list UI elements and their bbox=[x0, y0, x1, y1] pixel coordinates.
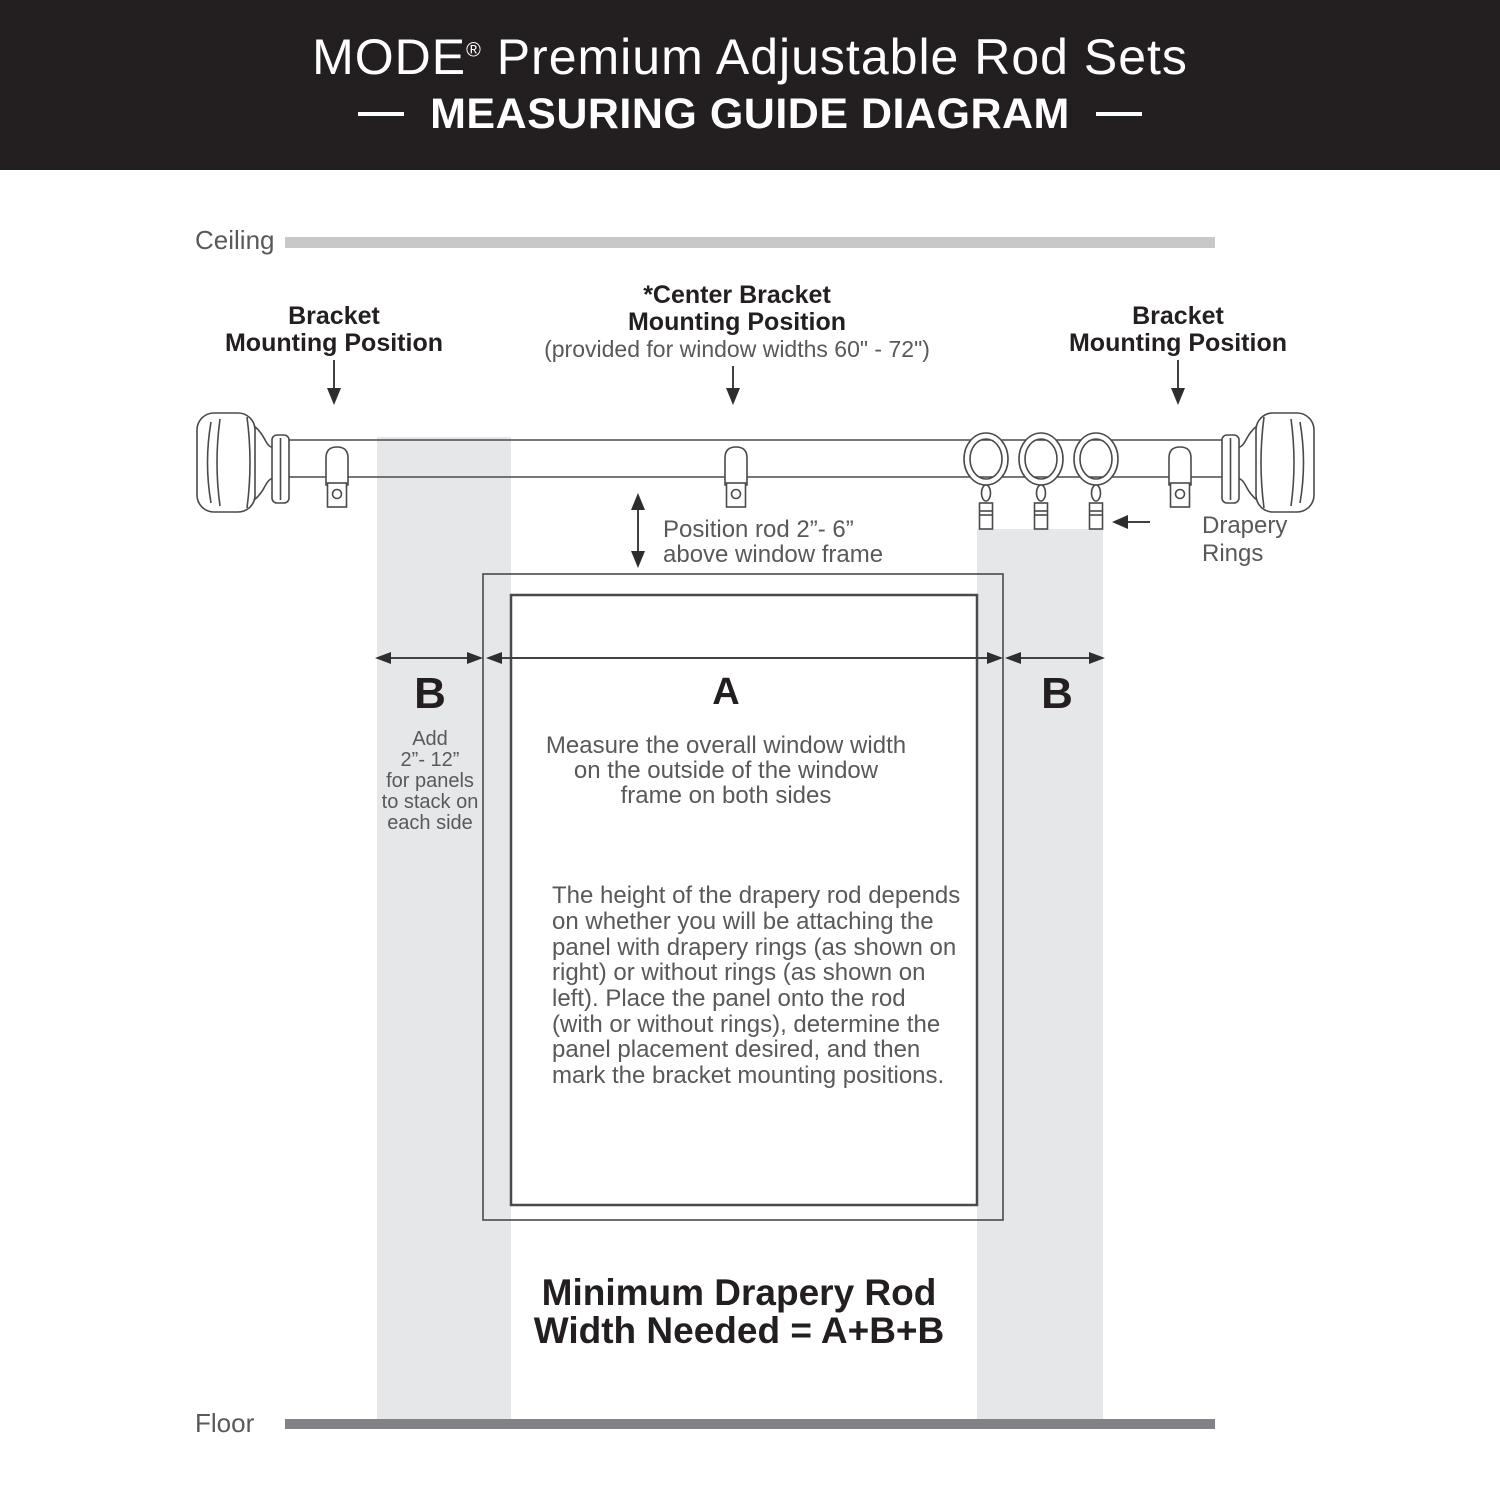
body-line: on whether you will be attaching the bbox=[552, 908, 934, 935]
up-arrow-icon bbox=[631, 493, 645, 510]
bracket-left-callout: Bracket Mounting Position bbox=[225, 302, 443, 405]
position-rod-callout: Position rod 2”- 6” above window frame bbox=[631, 493, 883, 568]
callout-line: *Center Bracket bbox=[643, 281, 831, 309]
left-bracket-icon bbox=[325, 446, 349, 508]
left-arrow-icon bbox=[1112, 515, 1128, 529]
callout-line: Drapery bbox=[1202, 512, 1287, 539]
registered-mark: ® bbox=[466, 39, 482, 62]
b-note-line: each side bbox=[387, 812, 473, 834]
bracket-center-callout: *Center Bracket Mounting Position (provi… bbox=[544, 281, 930, 405]
drapery-rings-callout: Drapery Rings bbox=[1112, 512, 1287, 567]
a-note-line: frame on both sides bbox=[621, 782, 832, 809]
a-note-line: on the outside of the window bbox=[574, 757, 879, 784]
ceiling-bar bbox=[285, 237, 1215, 248]
b-note-line: 2”- 12” bbox=[401, 749, 460, 771]
drapery-ring-2 bbox=[1018, 432, 1064, 530]
arrowhead bbox=[375, 652, 391, 664]
right-finial-icon bbox=[1221, 412, 1315, 513]
title-rest: Premium Adjustable Rod Sets bbox=[481, 29, 1188, 86]
brand-name: MODE bbox=[312, 29, 467, 86]
arrowhead bbox=[467, 652, 483, 664]
arrowhead bbox=[987, 652, 1003, 664]
down-arrow-icon bbox=[327, 388, 341, 405]
dim-b-left-label: B bbox=[414, 669, 446, 718]
b-note-line: for panels bbox=[386, 770, 474, 792]
right-dash bbox=[1095, 112, 1142, 117]
body-line: The height of the drapery rod depends bbox=[552, 882, 960, 909]
body-line: left). Place the panel onto the rod bbox=[552, 985, 906, 1012]
callout-line: above window frame bbox=[663, 541, 883, 568]
body-line: (with or without rings), determine the bbox=[552, 1011, 940, 1038]
arrowhead bbox=[486, 652, 502, 664]
callout-line: Mounting Position bbox=[1069, 329, 1287, 357]
page-title: MODE® Premium Adjustable Rod Sets bbox=[312, 31, 1188, 84]
bracket-right-callout: Bracket Mounting Position bbox=[1069, 302, 1287, 405]
subtitle-row: MEASURING GUIDE DIAGRAM bbox=[358, 90, 1142, 139]
dim-b-right-label: B bbox=[1041, 669, 1073, 718]
left-curtain-panel bbox=[377, 437, 511, 1419]
arrowhead bbox=[1089, 652, 1105, 664]
floor-bar bbox=[285, 1419, 1215, 1429]
callout-line: Position rod 2”- 6” bbox=[663, 516, 854, 543]
left-dash bbox=[358, 112, 405, 117]
callout-line: Bracket bbox=[288, 302, 380, 330]
body-line: mark the bracket mounting positions. bbox=[552, 1062, 944, 1089]
callout-line: Mounting Position bbox=[225, 329, 443, 357]
b-note-line: Add bbox=[412, 728, 448, 750]
a-note-line: Measure the overall window width bbox=[546, 732, 906, 759]
callout-line: Bracket bbox=[1132, 302, 1224, 330]
drapery-rod bbox=[289, 439, 1222, 478]
footer-line2: Width Needed = A+B+B bbox=[534, 1310, 945, 1351]
callout-line: Rings bbox=[1202, 540, 1263, 567]
dim-a-label: A bbox=[712, 671, 739, 713]
measuring-guide-diagram: B A B Add 2”- 12” for panels to stack on… bbox=[195, 225, 1315, 1438]
left-finial-icon bbox=[196, 412, 290, 513]
down-arrow-icon bbox=[1171, 388, 1185, 405]
body-paragraph: The height of the drapery rod depends on… bbox=[552, 882, 960, 1089]
body-line: panel placement desired, and then bbox=[552, 1036, 920, 1063]
drapery-ring-1 bbox=[963, 432, 1009, 530]
center-bracket-icon bbox=[724, 446, 748, 508]
floor-label: Floor bbox=[195, 1408, 255, 1438]
callout-line: Mounting Position bbox=[628, 308, 846, 336]
callout-note: (provided for window widths 60" - 72") bbox=[544, 336, 930, 362]
dimension-lines bbox=[375, 652, 1105, 664]
right-curtain-panel bbox=[977, 529, 1103, 1419]
ceiling-label: Ceiling bbox=[195, 225, 275, 255]
down-arrow-icon bbox=[631, 551, 645, 568]
arrowhead bbox=[1005, 652, 1021, 664]
body-line: right) or without rings (as shown on bbox=[552, 959, 926, 986]
page-subtitle: MEASURING GUIDE DIAGRAM bbox=[430, 89, 1070, 138]
drapery-ring-3 bbox=[1073, 432, 1119, 530]
b-note: Add 2”- 12” for panels to stack on each … bbox=[382, 728, 479, 834]
a-note: Measure the overall window width on the … bbox=[546, 732, 906, 809]
window-inner-frame bbox=[509, 593, 979, 1207]
right-bracket-icon bbox=[1168, 446, 1192, 508]
body-line: panel with drapery rings (as shown on bbox=[552, 934, 956, 961]
footer-line1: Minimum Drapery Rod bbox=[542, 1272, 937, 1313]
down-arrow-icon bbox=[726, 388, 740, 405]
window-outer-frame bbox=[482, 573, 1004, 1221]
header-banner: MODE® Premium Adjustable Rod Sets MEASUR… bbox=[0, 0, 1500, 170]
b-note-line: to stack on bbox=[382, 791, 479, 813]
